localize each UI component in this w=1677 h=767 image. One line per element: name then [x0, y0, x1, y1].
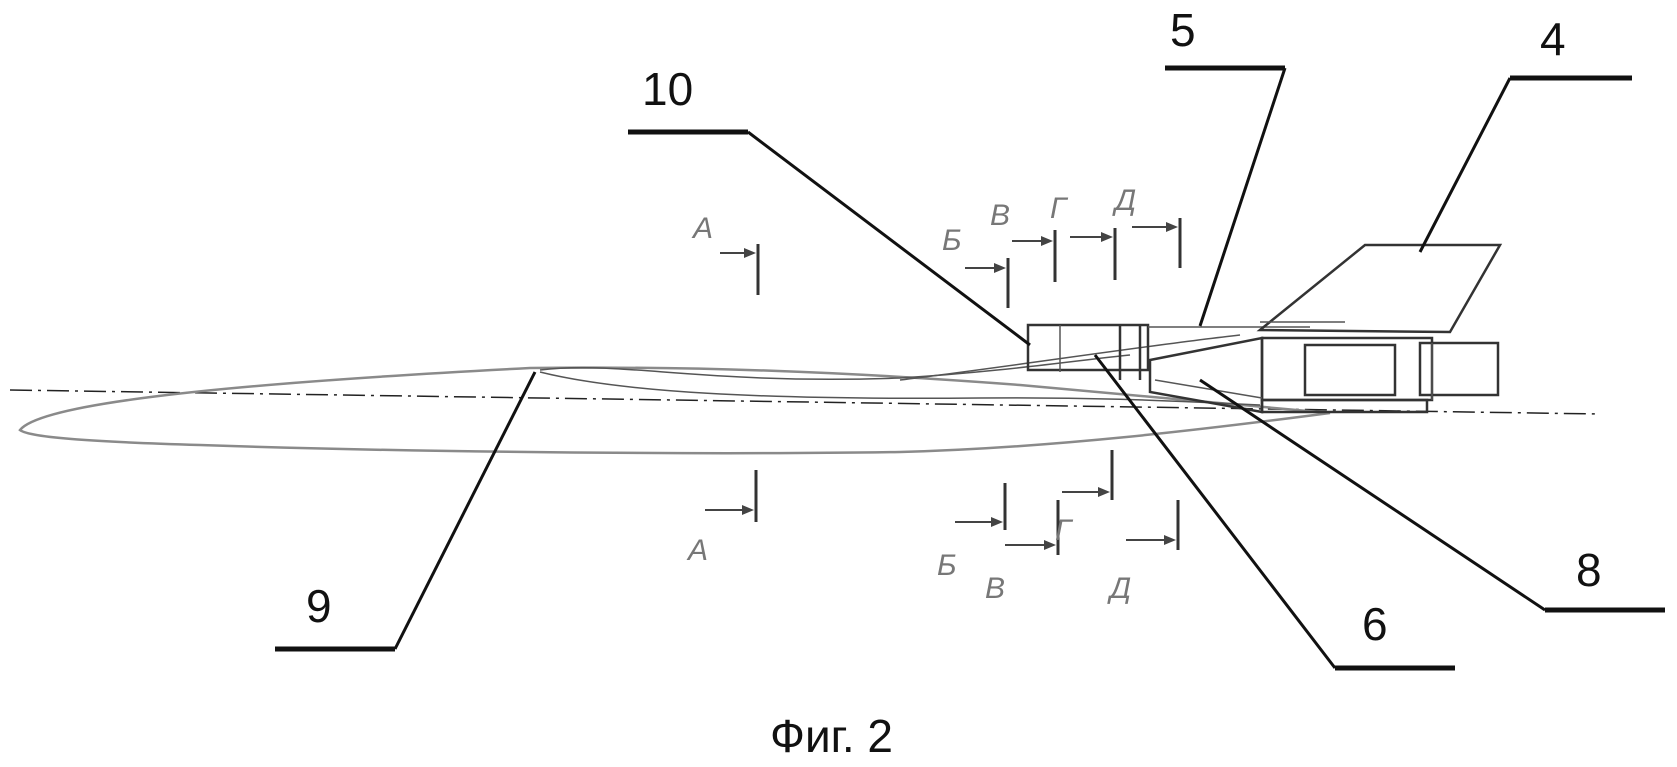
- intake-lower-line: [539, 371, 1261, 406]
- callout-leader-6: [1093, 354, 1337, 669]
- section-label-d-top: Д: [1112, 184, 1136, 217]
- callout-leader-9: [393, 371, 537, 650]
- callout-label-4: 4: [1540, 13, 1566, 65]
- callout-label-10: 10: [642, 63, 693, 115]
- nozzle: [1418, 341, 1500, 397]
- callout-label-5: 5: [1170, 4, 1196, 56]
- exhaust-block: [1303, 343, 1397, 397]
- callout-leader-4: [1418, 77, 1512, 253]
- callout-leader-5: [1198, 67, 1287, 327]
- section-label-v-bottom: В: [985, 572, 1005, 605]
- section-label-d-bottom: Д: [1107, 572, 1131, 605]
- section-label-b-bottom: Б: [937, 549, 957, 582]
- section-label-v-top: В: [990, 199, 1010, 232]
- section-label-g-bottom: Г: [1055, 514, 1074, 547]
- wing-root-line: [899, 334, 1241, 381]
- callout-label-9: 9: [306, 580, 332, 632]
- section-label-b-top: Б: [942, 224, 962, 257]
- rear-engine-block: [1260, 336, 1434, 402]
- callout-leader-10: [747, 130, 1031, 347]
- callout-label-8: 8: [1576, 544, 1602, 596]
- lower-fairing: [1260, 398, 1429, 414]
- vertical-tail: [1256, 243, 1503, 334]
- intake-channel-line: [539, 354, 1131, 380]
- fuselage-outline: [18, 366, 1331, 455]
- section-label-g-top: Г: [1050, 192, 1069, 225]
- callout-leader-8: [1199, 378, 1546, 612]
- figure-caption: Фиг. 2: [770, 710, 893, 762]
- engine-module-front: [1026, 323, 1150, 372]
- section-label-a-bottom: А: [686, 534, 708, 567]
- center-axis-line: [9, 389, 1601, 415]
- callout-label-6: 6: [1362, 598, 1388, 650]
- rear-body-line: [1154, 379, 1263, 399]
- section-label-a-top: А: [691, 212, 713, 245]
